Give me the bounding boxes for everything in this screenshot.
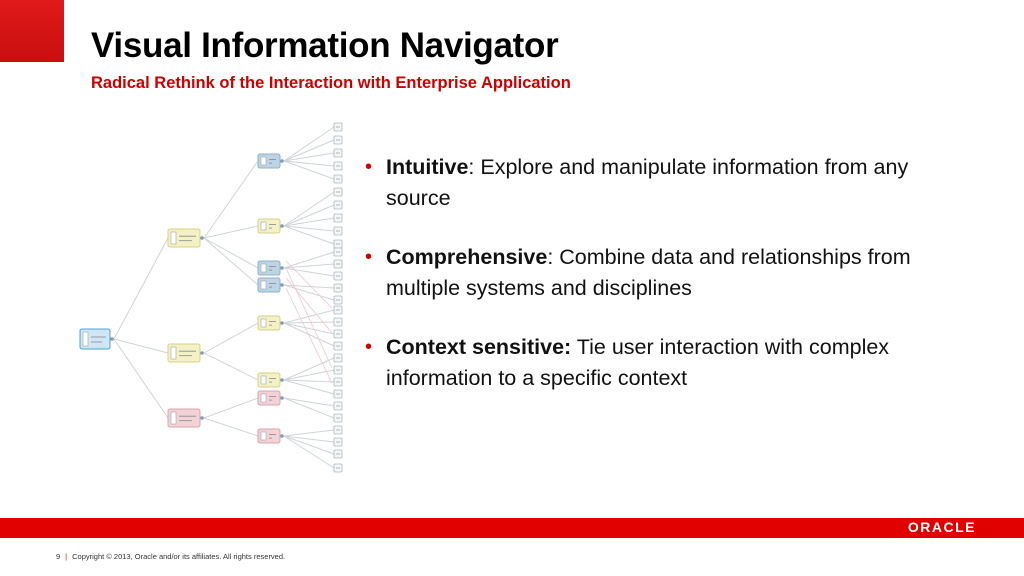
leaf-node bbox=[333, 449, 343, 459]
leaf-node bbox=[333, 317, 343, 327]
bullet-dot-icon: • bbox=[365, 246, 373, 268]
leaf-node bbox=[333, 341, 343, 351]
tree-node bbox=[167, 408, 204, 428]
bullet-sep: : bbox=[468, 155, 475, 179]
bullet-dot-icon: • bbox=[365, 336, 373, 358]
leaf-node bbox=[333, 239, 343, 249]
footer-bar: ORACLE bbox=[0, 518, 1024, 538]
corner-accent-block bbox=[0, 0, 64, 62]
root-node bbox=[79, 328, 114, 350]
leaf-node bbox=[333, 271, 343, 281]
tree-node bbox=[167, 343, 204, 363]
tree-node bbox=[257, 372, 284, 388]
tree-node bbox=[167, 228, 204, 248]
leaf-node bbox=[333, 365, 343, 375]
bullet-dot-icon: • bbox=[365, 156, 373, 178]
bullet-text: Explore and manipulate information from … bbox=[386, 155, 909, 210]
tree-node bbox=[257, 315, 284, 331]
bullet-text: Tie user interaction with complex inform… bbox=[386, 335, 890, 390]
bullet-sep: : bbox=[547, 245, 554, 269]
tree-node bbox=[257, 260, 284, 276]
bullet-term: Intuitive bbox=[386, 155, 469, 179]
leaf-node bbox=[333, 187, 343, 197]
leaf-node bbox=[333, 122, 343, 132]
leaf-node bbox=[333, 377, 343, 387]
leaf-node bbox=[333, 413, 343, 423]
leaf-node bbox=[333, 226, 343, 236]
bullet-item-context-sensitive: • Context sensitive: Tie user interaction… bbox=[365, 332, 925, 394]
hierarchy-tree-figure bbox=[79, 122, 343, 473]
oracle-logo: ORACLE bbox=[907, 519, 976, 535]
leaf-node bbox=[333, 295, 343, 305]
leaf-node bbox=[333, 148, 343, 158]
leaf-node bbox=[333, 305, 343, 315]
tree-node bbox=[257, 218, 284, 234]
leaf-node bbox=[333, 213, 343, 223]
copyright-text: Copyright © 2013, Oracle and/or its affi… bbox=[72, 552, 286, 561]
leaf-node bbox=[333, 135, 343, 145]
leaf-node bbox=[333, 437, 343, 447]
bullet-text: Combine data and relationships from mult… bbox=[386, 245, 911, 300]
footer-separator: | bbox=[65, 552, 68, 561]
tree-node bbox=[257, 153, 284, 169]
leaf-node bbox=[333, 353, 343, 363]
tree-node bbox=[257, 428, 284, 444]
bullet-item-comprehensive: • Comprehensive: Combine data and relatio… bbox=[365, 242, 925, 304]
slide-subtitle: Radical Rethink of the Interaction with … bbox=[91, 74, 571, 92]
footer: 9 | Copyright © 2013, Oracle and/or its af… bbox=[56, 552, 285, 561]
leaf-node bbox=[333, 161, 343, 171]
leaf-node bbox=[333, 174, 343, 184]
leaf-node bbox=[333, 283, 343, 293]
bullet-term: Context sensitive: bbox=[386, 335, 572, 359]
bullet-list: • Intuitive: Explore and manipulate infor… bbox=[365, 152, 925, 422]
leaf-node bbox=[333, 259, 343, 269]
tree-node bbox=[257, 390, 284, 406]
bullet-item-intuitive: • Intuitive: Explore and manipulate infor… bbox=[365, 152, 925, 214]
leaf-node bbox=[333, 200, 343, 210]
page-number: 9 bbox=[56, 552, 61, 561]
tree-node bbox=[257, 277, 284, 293]
leaf-node bbox=[333, 401, 343, 411]
bullet-term: Comprehensive bbox=[386, 245, 548, 269]
leaf-node bbox=[333, 463, 343, 473]
leaf-node bbox=[333, 247, 343, 257]
leaf-node bbox=[333, 329, 343, 339]
slide-title: Visual Information Navigator bbox=[91, 26, 559, 65]
leaf-node bbox=[333, 425, 343, 435]
leaf-node bbox=[333, 389, 343, 399]
